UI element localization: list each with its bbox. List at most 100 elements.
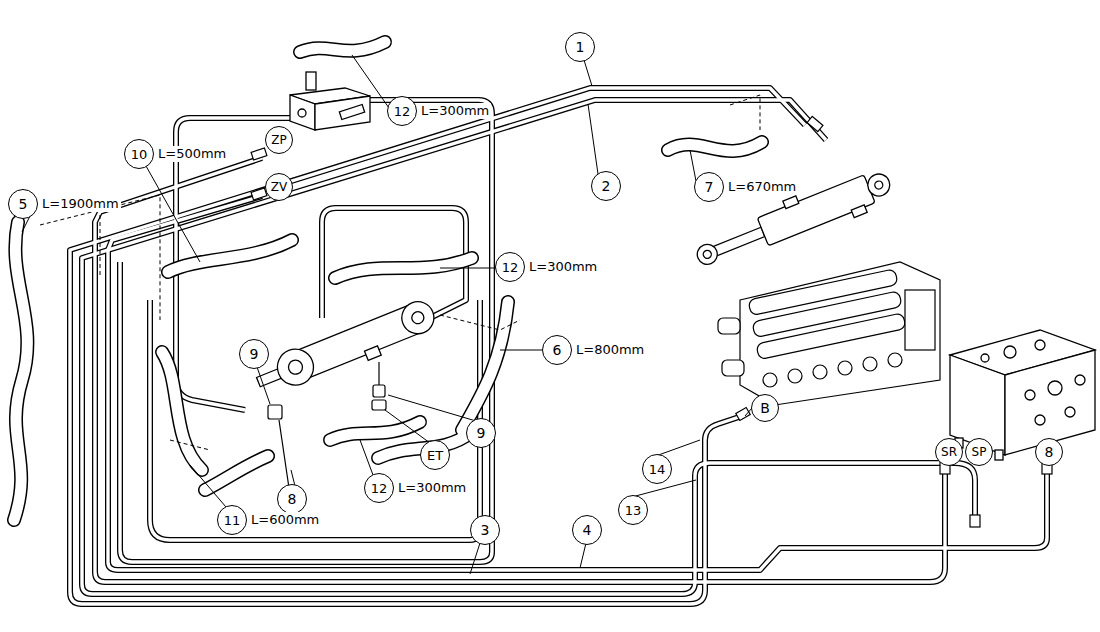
illustration-part	[397, 297, 439, 339]
callout-node: 6L=800mm	[542, 335, 646, 365]
illustration-part	[462, 302, 508, 430]
callout-number: 10	[124, 139, 154, 169]
callout-number: 11	[217, 505, 247, 535]
illustration-part	[257, 367, 270, 404]
illustration-part	[1048, 381, 1062, 395]
illustration-part	[378, 362, 379, 385]
illustration-part	[82, 100, 975, 594]
callout-number: 12	[364, 473, 394, 503]
illustration-part	[1025, 390, 1035, 400]
illustration-part	[995, 450, 1003, 460]
illustration-part	[306, 72, 316, 90]
illustration-part	[120, 100, 492, 562]
callout-number: ET	[420, 440, 450, 470]
callout-number: SP	[965, 438, 993, 466]
illustration-part	[580, 543, 586, 568]
callout-number: 14	[642, 454, 672, 484]
illustration-part	[108, 196, 1047, 570]
illustration-part	[82, 100, 975, 594]
callout-number: SR	[935, 438, 963, 466]
illustration-part	[863, 357, 877, 371]
length-label: L=300mm	[396, 480, 468, 496]
callout-number: ZP	[265, 126, 293, 154]
illustration-part	[190, 465, 226, 507]
illustration-part	[168, 240, 292, 272]
callout-node: 7L=670mm	[694, 172, 798, 202]
illustration-part	[352, 55, 389, 108]
illustration-part	[462, 302, 508, 430]
top-valve-block	[290, 72, 370, 130]
illustration-part	[95, 158, 945, 582]
illustration-part	[315, 96, 370, 130]
callout-number: 9	[239, 339, 269, 369]
illustration-part	[95, 158, 945, 582]
callout-node: 12L=300mm	[387, 96, 491, 126]
illustration-part	[290, 95, 315, 130]
illustration-part	[838, 361, 852, 375]
length-label: L=600mm	[249, 512, 321, 528]
hose-sleeves	[14, 42, 762, 520]
illustration-part	[286, 358, 304, 376]
illustration-part	[1004, 346, 1016, 358]
illustration-part	[813, 365, 827, 379]
length-label: L=300mm	[527, 259, 599, 275]
callout-number: 6	[542, 335, 572, 365]
callout-node: 1	[565, 32, 595, 62]
illustration-part	[470, 543, 480, 574]
illustration-part	[372, 400, 386, 410]
section-lines	[40, 95, 760, 450]
callout-node: 2	[591, 171, 621, 201]
length-label: L=1900mm	[40, 196, 121, 212]
control-valve	[718, 262, 940, 405]
illustration-part	[385, 410, 430, 443]
illustration-part	[205, 456, 268, 490]
callout-node: ET	[420, 440, 450, 470]
illustration-part	[100, 215, 101, 275]
callout-node: ZV	[265, 173, 293, 201]
illustration-part	[339, 104, 364, 119]
callout-node: 9	[239, 339, 269, 369]
illustration-part	[14, 222, 27, 520]
illustration-part	[500, 350, 544, 351]
illustration-part	[440, 315, 520, 330]
illustration-part	[373, 385, 385, 397]
illustration-part	[330, 422, 420, 440]
callout-node: 5L=1900mm	[8, 189, 121, 219]
callout-node: 14	[642, 454, 672, 484]
illustration-part	[690, 150, 696, 181]
illustration-part	[150, 300, 480, 540]
illustration-part	[718, 318, 740, 334]
illustration-part	[722, 360, 744, 376]
length-label: L=670mm	[726, 179, 798, 195]
illustration-part	[14, 222, 27, 520]
length-label: L=500mm	[156, 146, 228, 162]
lower-cylinder	[252, 295, 441, 402]
callout-number: 5	[8, 189, 38, 219]
callout-number: 3	[470, 515, 500, 545]
callout-number: 7	[694, 172, 724, 202]
illustration-part	[162, 352, 202, 470]
illustration-part	[150, 300, 480, 540]
illustration-part	[756, 313, 906, 360]
illustration-part	[874, 180, 884, 190]
illustration-part	[1035, 415, 1045, 425]
illustration-part	[108, 196, 1047, 570]
callout-node: SR	[935, 438, 963, 466]
illustration-part	[251, 148, 267, 160]
illustration-part	[40, 195, 160, 320]
illustration-part	[272, 344, 319, 391]
illustration-part	[146, 166, 200, 262]
callout-number: B	[751, 394, 779, 422]
callout-node: 8	[1035, 438, 1063, 466]
illustration-part	[14, 42, 762, 520]
callout-number: 4	[572, 515, 602, 545]
illustration-part	[981, 354, 989, 362]
illustration-part	[1075, 375, 1085, 385]
illustration-part	[788, 369, 802, 383]
callout-number: 12	[495, 252, 525, 282]
illustration-part	[694, 241, 720, 267]
illustration-part	[668, 142, 762, 151]
illustration-part	[300, 42, 385, 52]
callout-node: 12L=300mm	[364, 473, 468, 503]
